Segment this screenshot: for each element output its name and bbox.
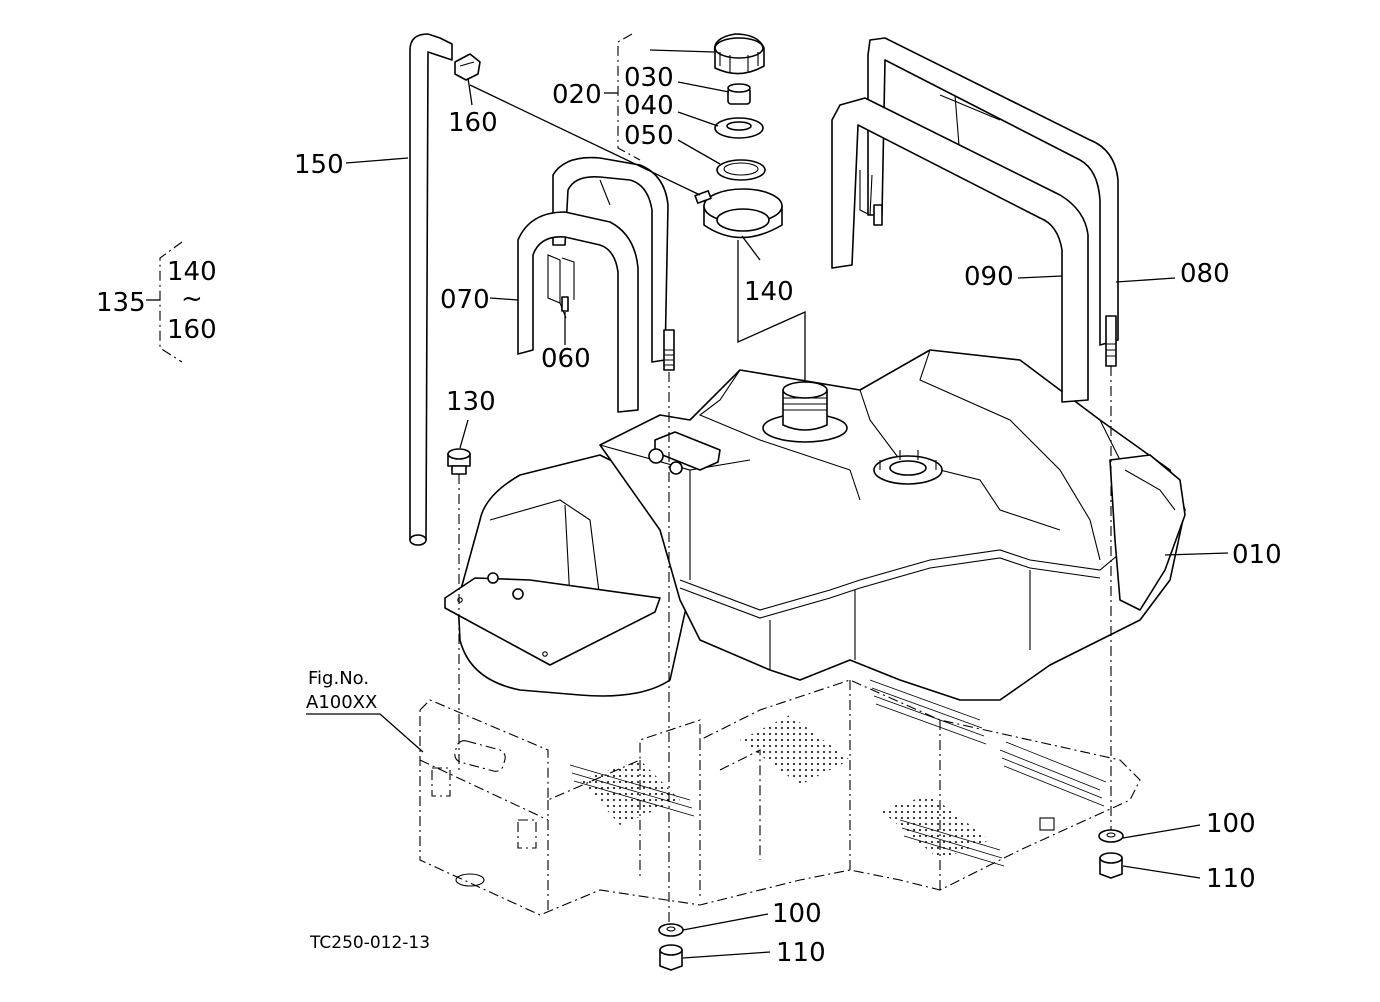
floor-slots: [569, 679, 1107, 867]
label-080: 080: [1180, 259, 1230, 289]
part-labels: 010 020 030 040 050 060 070 080 090 100 …: [96, 63, 1282, 968]
filler-cap-assembly: [694, 33, 783, 239]
fig-ref-line2: A100XX: [306, 692, 377, 713]
washer-100-left: [658, 923, 684, 937]
label-050: 050: [624, 121, 674, 151]
leader-lines: [146, 33, 1229, 959]
washer-100-right: [1098, 829, 1124, 843]
label-160: 160: [448, 108, 498, 138]
axis-lines: [458, 366, 1112, 925]
nut-110-left: [659, 944, 683, 971]
label-range-sep: ~: [181, 284, 203, 314]
label-140-range: 140: [167, 257, 217, 287]
label-100-right: 100: [1206, 809, 1256, 839]
stud-060: [663, 329, 675, 371]
hose-clip-160: [454, 53, 481, 81]
fig-ref-line1: Fig.No.: [308, 668, 369, 689]
label-040: 040: [624, 91, 674, 121]
label-060: 060: [541, 344, 591, 374]
label-020: 020: [552, 80, 602, 110]
floor-plate-phantom: [419, 679, 1141, 916]
strap-band-070: [517, 156, 669, 413]
label-150: 150: [294, 150, 344, 180]
label-140: 140: [744, 277, 794, 307]
drawing-code: TC250-012-13: [309, 933, 430, 953]
label-135: 135: [96, 288, 146, 318]
nut-110-right: [1099, 852, 1123, 879]
label-110-right: 110: [1206, 864, 1256, 894]
label-110-left: 110: [776, 938, 826, 968]
label-030: 030: [624, 63, 674, 93]
label-070: 070: [440, 285, 490, 315]
label-100-left: 100: [772, 899, 822, 929]
bolt-130: [447, 448, 471, 475]
label-090: 090: [964, 262, 1014, 292]
stud-080-right: [1105, 315, 1117, 367]
strap-band-090: [831, 97, 1089, 403]
vent-hose-150: [409, 33, 453, 546]
label-160-range: 160: [167, 315, 217, 345]
fuel-tank-010: [444, 349, 1186, 701]
label-130: 130: [446, 387, 496, 417]
figure-reference: Fig.No. A100XX: [306, 668, 377, 713]
label-010: 010: [1232, 540, 1282, 570]
